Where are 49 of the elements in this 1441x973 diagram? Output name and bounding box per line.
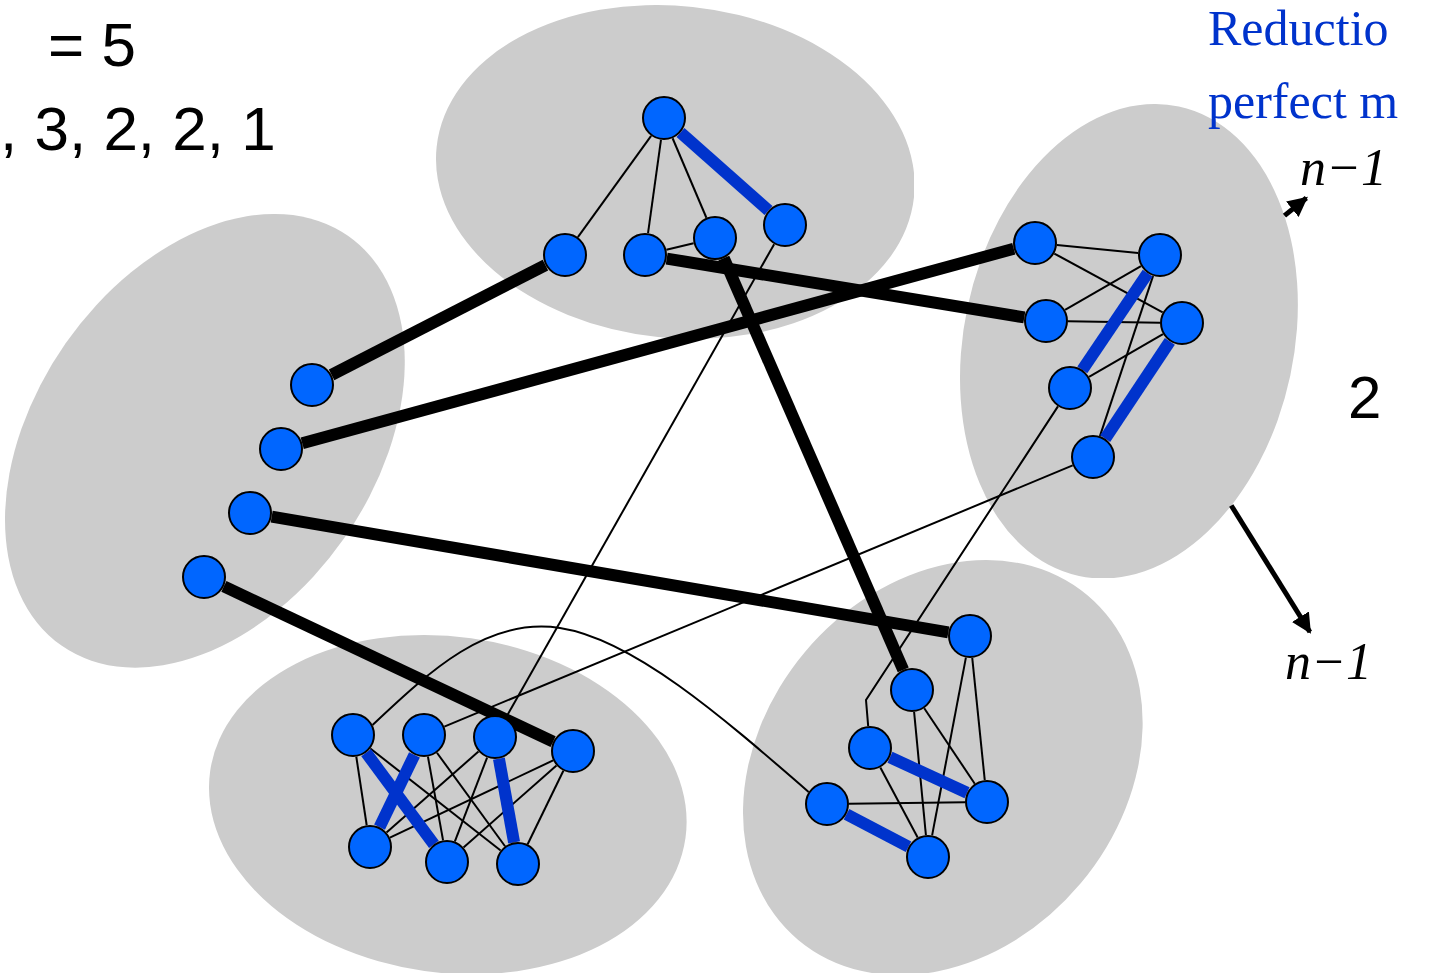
edge-line	[913, 710, 927, 837]
edge-line	[1088, 333, 1164, 378]
thick-edge	[843, 808, 912, 853]
edge-line	[526, 769, 565, 846]
arrow	[1282, 196, 1308, 218]
edge-line	[647, 138, 662, 235]
arrow	[1229, 504, 1313, 634]
thick-edge	[676, 128, 773, 215]
edge-line	[443, 464, 1074, 728]
math-label: 2	[1348, 363, 1382, 433]
edge-line	[879, 766, 919, 839]
thick-edge	[270, 510, 950, 639]
edge-line	[1053, 252, 1164, 314]
thick-edge	[1100, 338, 1175, 442]
thick-edge	[493, 757, 520, 844]
math-label: , 3, 2, 2, 1	[0, 93, 276, 165]
edge-line	[665, 242, 695, 251]
edge-line	[971, 656, 986, 782]
math-label: n−1	[1285, 636, 1373, 688]
thick-edge	[887, 751, 970, 799]
edge-line	[385, 750, 480, 834]
edge-line	[388, 759, 555, 839]
edge-line	[848, 801, 966, 805]
edge-line	[435, 751, 507, 848]
cluster-ellipse	[435, 5, 915, 339]
edge-line	[1098, 274, 1155, 438]
edge-line	[371, 625, 810, 793]
edge-line	[671, 137, 708, 219]
edge-line	[1055, 244, 1140, 254]
edge-line	[369, 747, 502, 852]
edge-line	[1064, 265, 1142, 311]
edge-line	[931, 656, 967, 837]
edge-line	[453, 756, 489, 843]
cluster-ellipse	[5, 214, 405, 668]
math-label: = 5	[48, 9, 136, 81]
thick-edge	[718, 255, 909, 673]
math-label: n−1	[1300, 142, 1388, 194]
thick-edge	[374, 752, 420, 830]
thick-edge	[665, 252, 1026, 324]
title-text: Reductio perfect m	[1208, 0, 1400, 131]
edge-line	[462, 764, 558, 849]
edge-line	[923, 707, 976, 785]
edge-line	[864, 405, 1059, 728]
edge-line	[355, 755, 368, 827]
thick-edge	[1077, 269, 1153, 374]
edge-line	[576, 134, 653, 239]
thick-edge	[361, 749, 439, 848]
edge-line	[1067, 320, 1161, 324]
edge-line	[426, 755, 445, 842]
